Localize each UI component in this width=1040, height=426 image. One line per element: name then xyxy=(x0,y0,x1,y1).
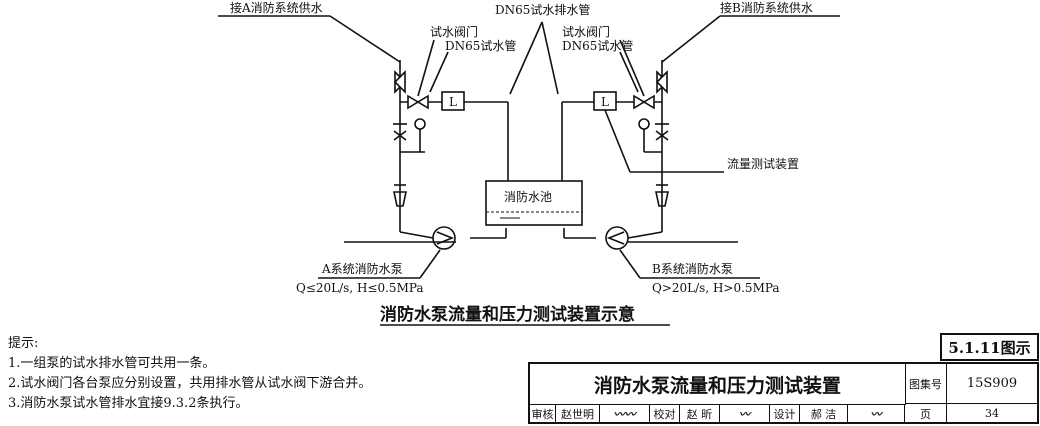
reviewer-signature: 〰〰 xyxy=(600,404,650,424)
label-pump-b-spec: Q>20L/s, H>0.5MPa xyxy=(652,281,780,295)
checker-name: 赵 昕 xyxy=(680,404,720,424)
designer-signature: 〰 xyxy=(848,404,905,424)
atlas-label: 图集号 xyxy=(905,364,947,404)
label-test-valve-b: 试水阀门 xyxy=(562,24,610,39)
figure-number-plate: 5.1.11图示 xyxy=(940,333,1039,361)
check-label: 校对 xyxy=(650,404,680,424)
page-number: 34 xyxy=(947,404,1037,424)
notes: 提示: 1.一组泵的试水排水管可共用一条。 2.试水阀门各台泵应分别设置，共用排… xyxy=(8,334,371,414)
notes-heading: 提示: xyxy=(8,336,39,351)
reviewer-name: 赵世明 xyxy=(556,404,600,424)
label-pump-a: A系统消防水泵 xyxy=(321,261,403,276)
label-b-supply: 接B消防系统供水 xyxy=(720,0,813,15)
label-pump-a-spec: Q≤20L/s, H≤0.5MPa xyxy=(296,281,424,295)
label-pool: 消防水池 xyxy=(504,189,552,204)
label-pump-b: B系统消防水泵 xyxy=(652,261,733,276)
page-label: 页 xyxy=(905,404,947,424)
title-block-title: 消防水泵流量和压力测试装置 xyxy=(530,364,906,405)
design-label: 设计 xyxy=(770,404,800,424)
label-flow-device: 流量测试装置 xyxy=(727,156,799,171)
note-item: 1.一组泵的试水排水管可共用一条。 xyxy=(8,356,216,371)
note-item: 2.试水阀门各台泵应分别设置，共用排水管从试水阀下游合并。 xyxy=(8,376,372,391)
label-flowmeter-a: L xyxy=(449,95,457,109)
fire-pool xyxy=(485,180,583,226)
flowmeter-a xyxy=(441,91,465,111)
diagram-caption: 消防水泵流量和压力测试装置示意 xyxy=(380,304,635,325)
label-a-supply: 接A消防系统供水 xyxy=(230,0,323,15)
title-block: 消防水泵流量和压力测试装置 图集号 15S909 审核 赵世明 〰〰 校对 赵 … xyxy=(528,362,1039,424)
note-item: 3.消防水泵试水管排水宜接9.3.2条执行。 xyxy=(8,396,249,411)
review-label: 审核 xyxy=(530,404,556,424)
label-dn65-test-a: DN65试水管 xyxy=(445,38,516,53)
label-dn65-drain: DN65试水排水管 xyxy=(495,2,590,17)
label-flowmeter-b: L xyxy=(601,95,609,109)
label-dn65-test-b: DN65试水管 xyxy=(562,38,633,53)
atlas-number: 15S909 xyxy=(947,364,1037,404)
designer-name: 郝 洁 xyxy=(800,404,848,424)
label-test-valve-a: 试水阀门 xyxy=(430,24,478,39)
checker-signature: 〰 xyxy=(720,404,770,424)
